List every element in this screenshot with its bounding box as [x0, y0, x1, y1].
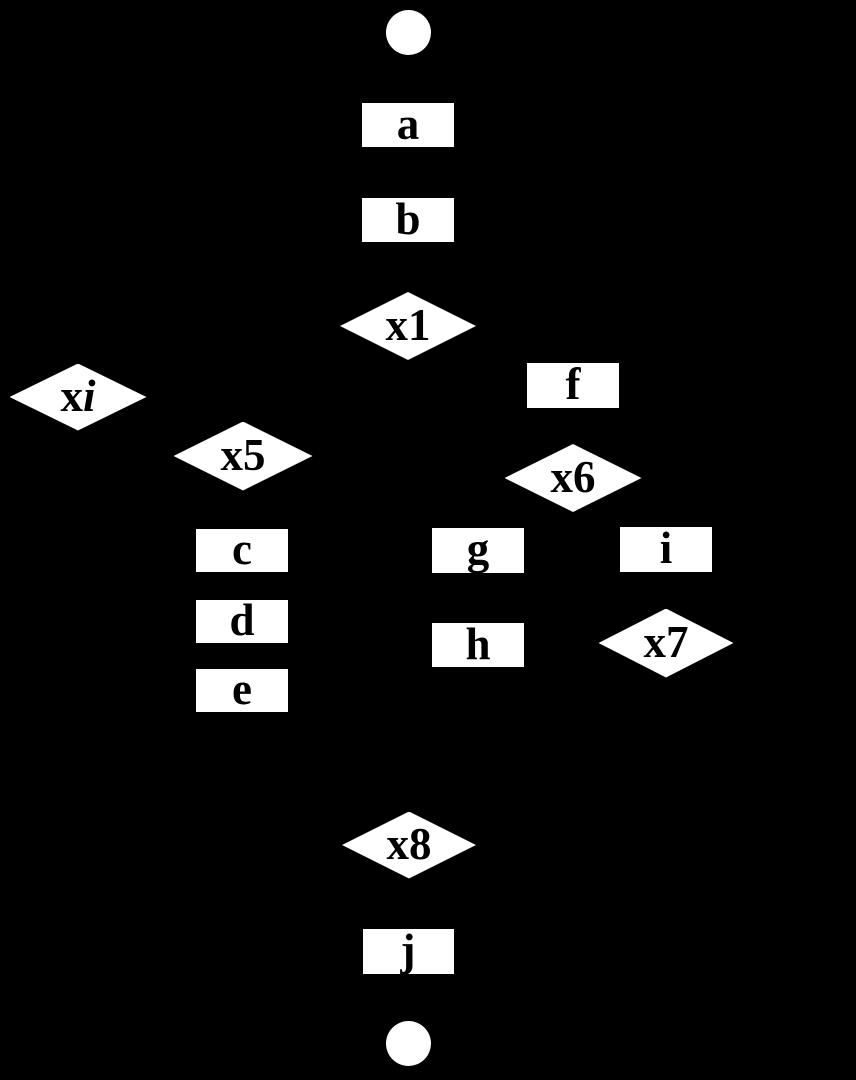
activity-node-b: b — [362, 193, 454, 244]
activity-node-e: e — [196, 663, 288, 714]
node-label: x7 — [643, 616, 689, 667]
node-label-part: x — [60, 370, 83, 421]
node-label-part: i — [82, 370, 96, 421]
decision-node-x7: x7 — [598, 608, 734, 678]
activity-node-d: d — [196, 594, 288, 645]
activity-node-j: j — [362, 924, 454, 975]
activity-node-h: h — [432, 618, 524, 669]
activity-node-i: i — [620, 522, 712, 573]
node-label: x5 — [220, 429, 266, 480]
node-label: i — [659, 522, 673, 573]
node-label: x6 — [550, 451, 596, 502]
activity-node-a: a — [362, 98, 454, 149]
node-label: b — [395, 193, 421, 244]
decision-node-x8: x8 — [342, 811, 476, 879]
node-label: d — [229, 594, 255, 645]
start-node — [385, 9, 431, 55]
decision-node-xi: xi — [9, 363, 147, 431]
node-label: h — [465, 618, 491, 669]
activity-node-f: f — [527, 358, 619, 409]
decision-node-x5: x5 — [173, 421, 313, 491]
node-label: xi — [60, 370, 96, 421]
node-label: g — [466, 523, 490, 574]
activity-node-g: g — [432, 523, 524, 574]
decision-node-x1: x1 — [340, 292, 476, 360]
node-label: x8 — [386, 818, 432, 869]
node-label: f — [565, 358, 581, 409]
decision-node-x6: x6 — [504, 444, 642, 512]
node-label: a — [396, 98, 420, 149]
activity-node-c: c — [196, 523, 288, 574]
end-node — [385, 1020, 431, 1066]
node-label: c — [232, 523, 252, 574]
node-label: j — [400, 924, 416, 975]
node-label: e — [232, 663, 252, 714]
node-label: x1 — [385, 299, 431, 350]
